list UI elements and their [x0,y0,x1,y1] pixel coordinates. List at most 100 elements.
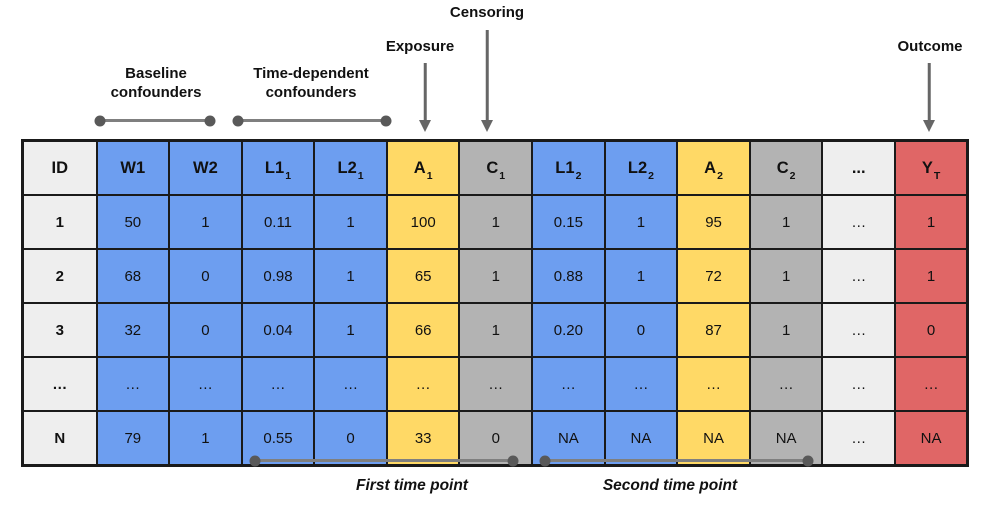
table-cell: 0 [313,410,388,467]
table-cell: 0.98 [240,248,316,304]
table-cell: 65 [385,248,461,304]
column-header-c1: C1 [458,139,534,196]
table-cell: NA [894,410,969,467]
table-cell: … [21,356,98,412]
column-header-l12: L12 [531,139,606,196]
bracket-dot [94,115,106,126]
table-cell: … [821,356,897,412]
table-cell: 1 [894,248,969,304]
column-header-id: ID [21,139,98,196]
header-text: A [704,158,717,177]
table-cell: 1 [748,302,824,358]
arrow-head [923,120,935,132]
header-subscript: 2 [648,169,654,182]
header-text: ... [851,158,866,177]
column-header-l21: L21 [313,139,388,196]
second-time-point-bracket [539,455,814,466]
bracket-dot [249,455,261,466]
table-cell: 0 [168,302,243,358]
header-text: C [486,158,499,177]
table-cell: … [821,302,897,358]
time-dependent-confounders-label: Time-dependent confounders [253,65,369,102]
header-text: L2 [627,158,648,177]
header-subscript: 2 [789,169,796,182]
header-text: ID [51,158,69,177]
table-cell: 0 [603,302,679,358]
table-cell: … [385,356,461,412]
table-cell: 66 [385,302,461,358]
table-cell: 0.04 [240,302,316,358]
table-cell: … [821,248,897,304]
table-cell: 87 [676,302,751,358]
bracket-dot [802,455,814,466]
bracket-dot [507,455,519,466]
header-text: W2 [193,158,218,177]
table-cell: 1 [603,194,679,250]
table-cell: 50 [95,194,171,250]
first-time-point-bracket [249,455,519,466]
table-cell: 33 [385,410,461,467]
table-cell: NA [603,410,679,467]
baseline-confounders-label: Baseline confounders [110,65,202,102]
arrow-head [419,120,431,132]
table-cell: NA [676,410,751,467]
second-time-point-label: Second time point [602,477,738,494]
arrow-head [481,120,493,132]
censoring-arrow-icon [480,30,494,132]
header-subscript: 2 [717,169,723,182]
table-cell: … [603,356,679,412]
bracket-dot [232,115,244,126]
table-cell: 0.15 [531,194,606,250]
table-row: ………………………………… [21,356,969,412]
bracket-dot [380,115,392,126]
column-header-w1: W1 [95,139,171,196]
header-text: A [413,158,426,177]
table-cell: 1 [21,194,98,250]
header-text: C [776,158,789,177]
table-cell: … [313,356,388,412]
header-subscript: 2 [575,169,582,182]
column-header-a1: A1 [385,139,461,196]
table-cell: 32 [95,302,171,358]
arrow-shaft [927,63,931,121]
header-text: W1 [120,158,146,177]
table-cell: 72 [676,248,751,304]
baseline-confounders-bracket [94,115,216,126]
first-time-point-label: First time point [356,477,468,494]
table-cell: 1 [458,248,534,304]
bracket-dot [539,455,551,466]
table-cell: 1 [748,194,824,250]
table-cell: 0 [458,410,534,467]
table-cell: 0.88 [531,248,606,304]
table-cell: 2 [21,248,98,304]
arrow-shaft [485,30,489,121]
censoring-label: Censoring [449,4,525,21]
table-cell: 1 [168,410,243,467]
table-cell: 0.20 [531,302,606,358]
table-cell: … [821,410,897,467]
header-subscript: T [933,169,941,182]
table-cell: 1 [894,194,969,250]
column-header-c2: C2 [748,139,824,196]
table-cell: 95 [676,194,751,250]
arrow-shaft [423,63,427,121]
header-subscript: 1 [285,169,292,182]
time-dependent-confounders-bracket [232,115,392,126]
table-cell: … [95,356,171,412]
outcome-arrow-icon [922,63,936,132]
table-cell: … [240,356,316,412]
column-header-l11: L11 [240,139,316,196]
exposure-arrow-icon [418,63,432,132]
table-cell: 1 [313,194,388,250]
table-cell: … [676,356,751,412]
table-cell: 1 [458,302,534,358]
table-cell: 1 [748,248,824,304]
table-cell: NA [748,410,824,467]
table-cell: 1 [603,248,679,304]
